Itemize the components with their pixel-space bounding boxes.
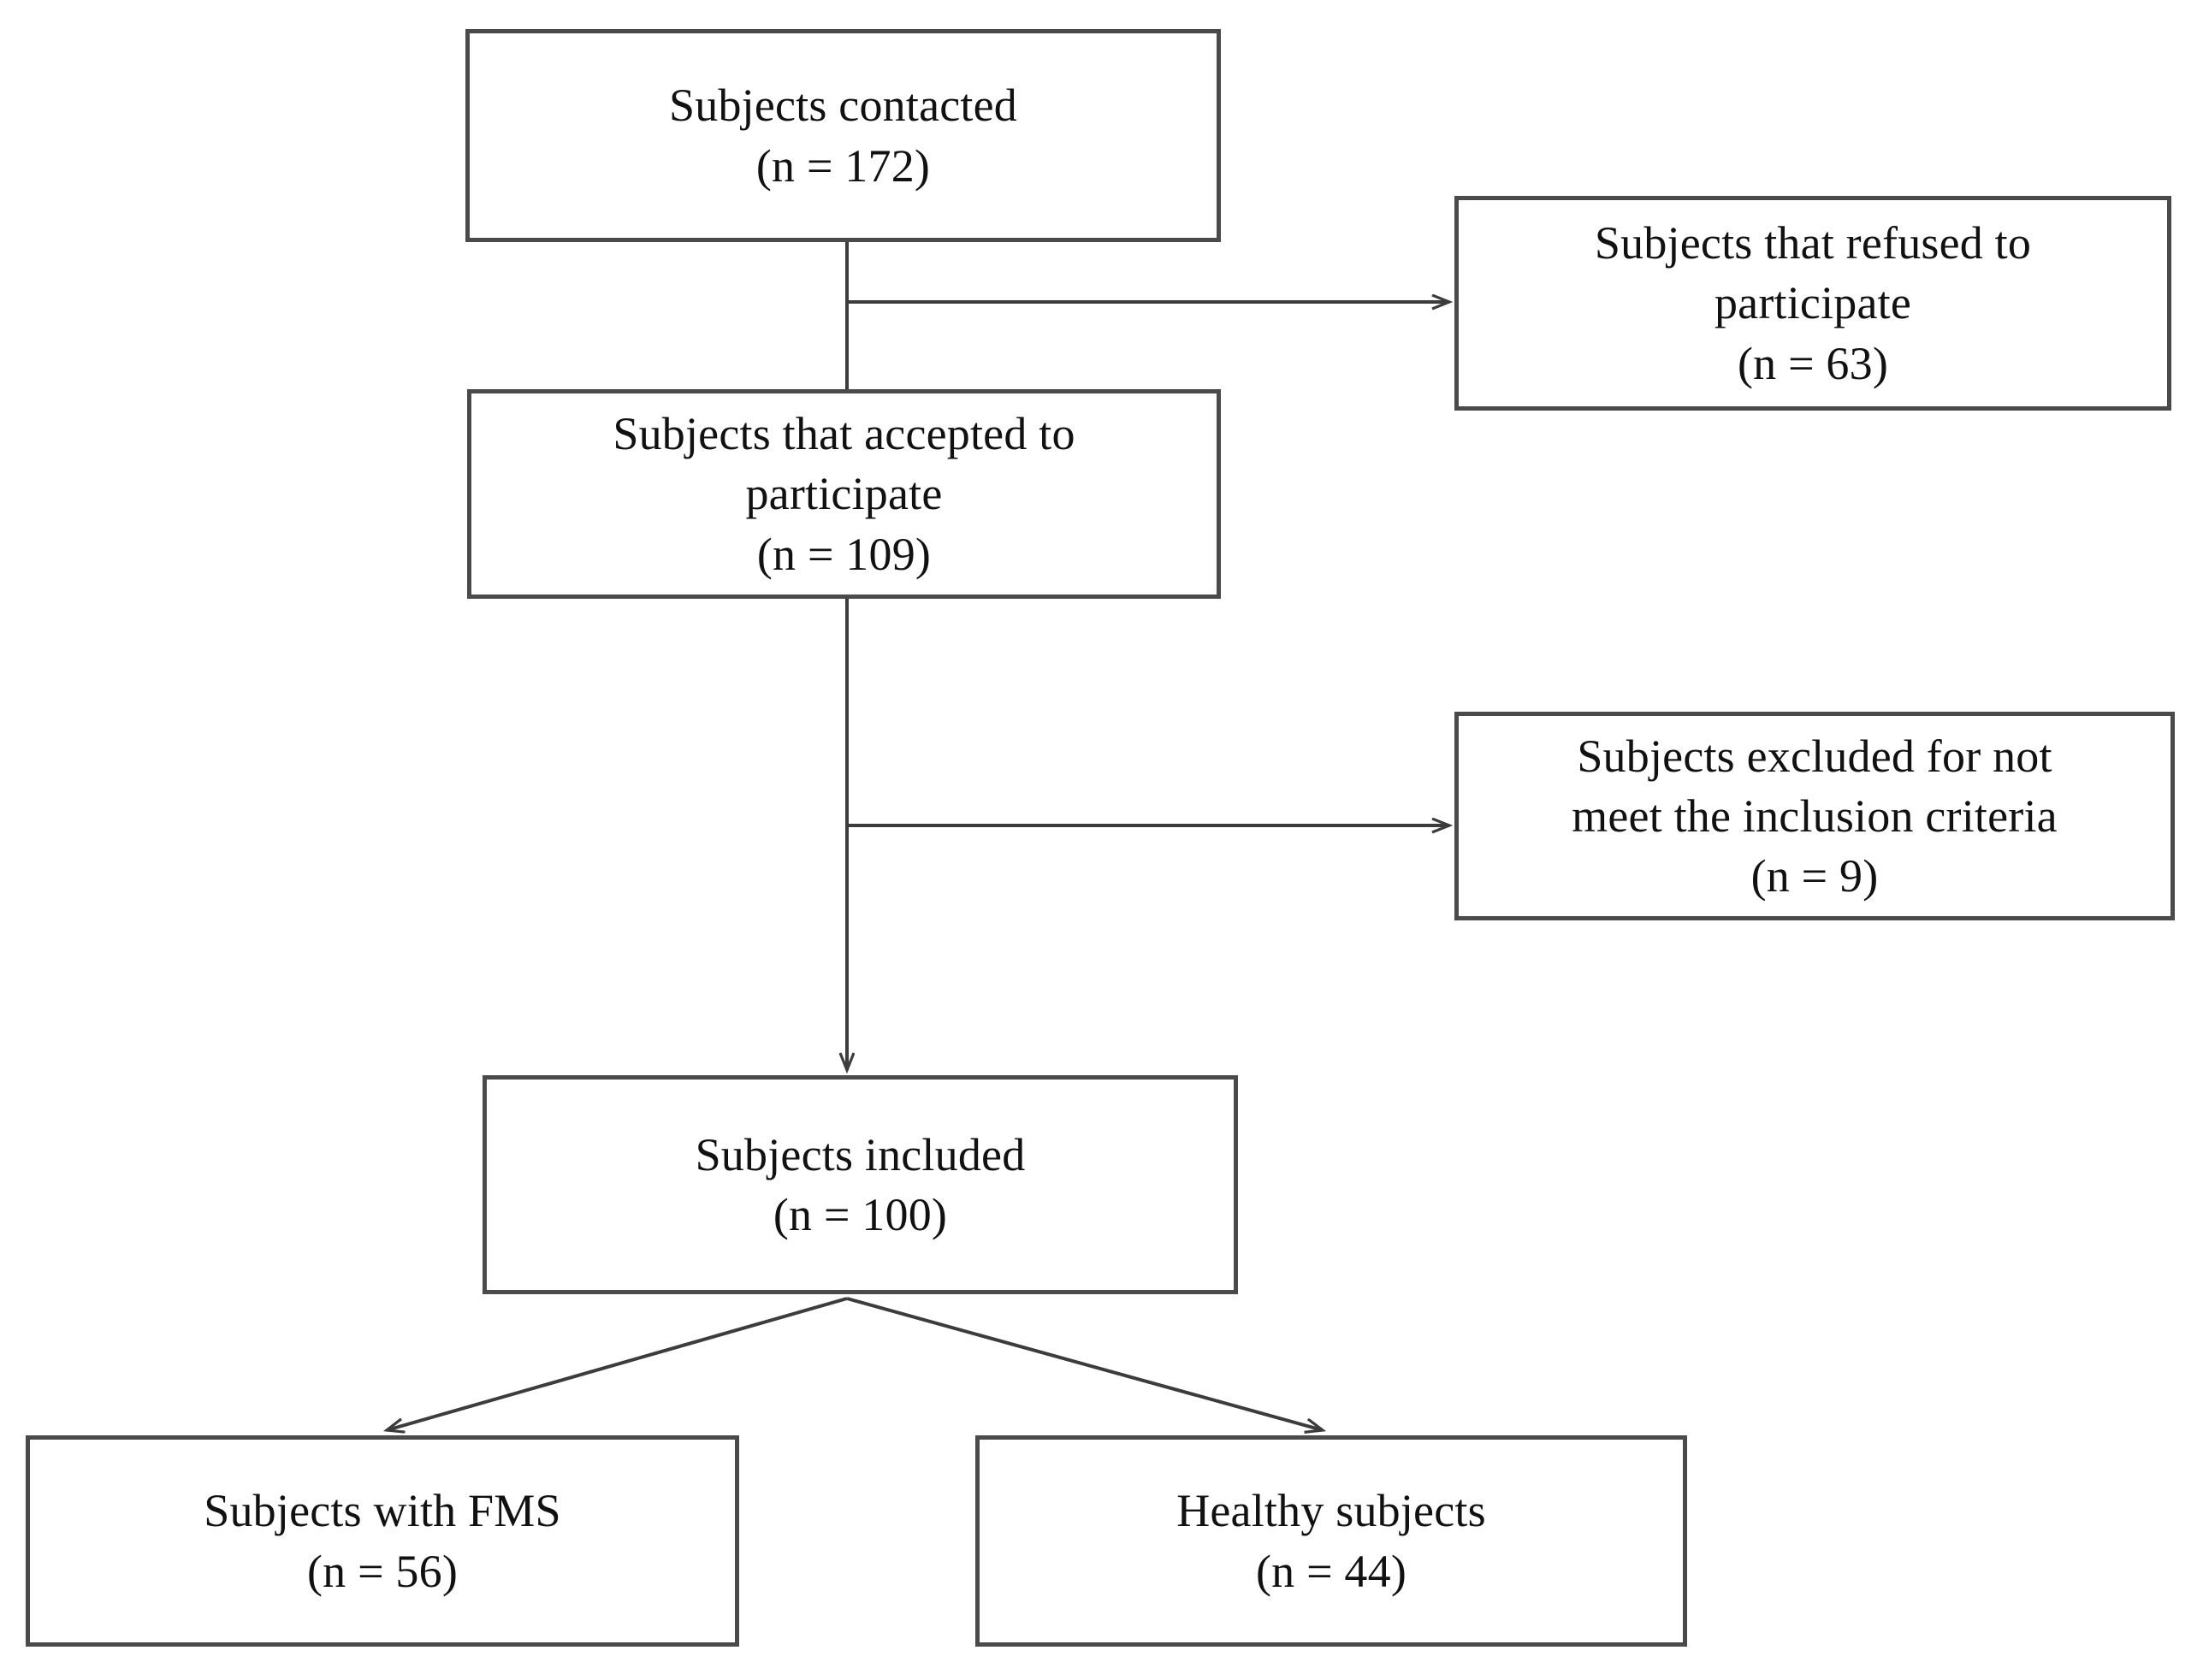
subjects-accepted-count: (n = 109) [756,528,932,580]
subjects-excluded-label-line1: Subjects excluded for not [1577,730,2052,782]
edge-included-to-fms [387,1297,848,1430]
subjects-included-box: Subjects included (n = 100) [483,1075,1238,1294]
subjects-refused-count: (n = 63) [1737,337,1889,389]
subjects-with-fms-label: Subjects with FMS [204,1485,561,1537]
subjects-accepted-label-line1: Subjects that accepted to [613,408,1075,460]
subjects-with-fms-count: (n = 56) [306,1545,459,1597]
subjects-contacted-count: (n = 172) [755,139,931,192]
subjects-excluded-label-line2: meet the inclusion criteria [1572,790,2058,842]
subjects-contacted-box: Subjects contacted (n = 172) [465,29,1221,242]
edge-included-to-healthy [846,1297,1323,1430]
subjects-refused-label-line2: participate [1714,277,1912,329]
subjects-excluded-count: (n = 9) [1750,850,1879,902]
subjects-excluded-box: Subjects excluded for not meet the inclu… [1454,712,2175,920]
healthy-subjects-count: (n = 44) [1255,1545,1407,1597]
subjects-accepted-box: Subjects that accepted to participate (n… [467,389,1221,599]
subjects-with-fms-box: Subjects with FMS (n = 56) [26,1435,739,1647]
subjects-refused-box: Subjects that refused to participate (n … [1454,196,2171,411]
subjects-contacted-label: Subjects contacted [669,80,1017,132]
subjects-refused-label-line1: Subjects that refused to [1594,217,2032,269]
healthy-subjects-box: Healthy subjects (n = 44) [975,1435,1687,1647]
subjects-accepted-label-line2: participate [745,468,943,520]
healthy-subjects-label: Healthy subjects [1176,1485,1486,1537]
subjects-included-count: (n = 100) [773,1189,948,1240]
subjects-included-label: Subjects included [695,1128,1026,1180]
